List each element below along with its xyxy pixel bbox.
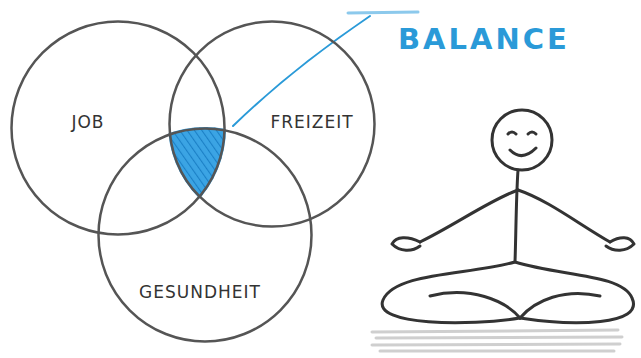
circle-label: FREIZEIT <box>270 112 353 132</box>
callout-label: BALANCE <box>398 22 570 56</box>
circle-outline <box>170 22 375 227</box>
circle-label: JOB <box>71 112 104 132</box>
meditating-figure <box>382 110 634 323</box>
leader-stroke <box>348 12 418 13</box>
venn-circle: FREIZEIT <box>168 20 376 228</box>
venn-circle: GESUNDHEIT <box>97 127 313 343</box>
cushion <box>372 330 622 351</box>
circle-outline <box>99 129 312 342</box>
circle-outline <box>97 127 313 343</box>
circle-label: GESUNDHEIT <box>139 282 261 302</box>
leader-line <box>233 16 370 126</box>
